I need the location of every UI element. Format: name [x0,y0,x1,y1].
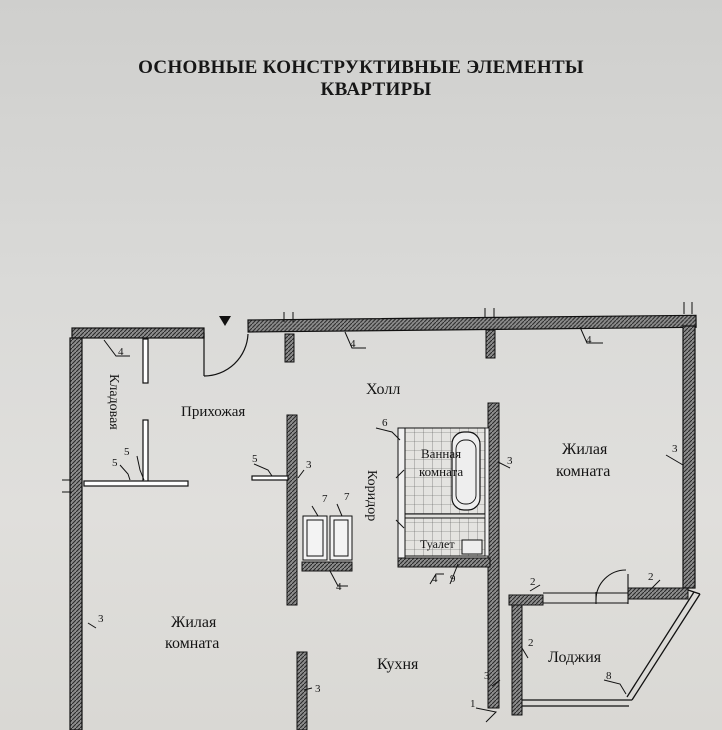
callout-labels: 4 4 4 5 5 5 3 6 3 3 7 7 4 4 9 2 2 2 3 3 … [98,334,678,710]
callout: 2 [528,637,534,649]
callout: 6 [382,417,388,429]
partition-corridor-left [286,414,298,606]
cabinet-right [329,515,353,561]
callout: 1 [470,698,476,710]
room-labels: Холл Прихожая Кладовая Ванная комната Ко… [106,374,610,673]
callout: 5 [112,457,118,469]
callout: 7 [344,491,350,503]
room-label-living-left-line2: комната [165,635,219,652]
wall-top-right [247,314,697,333]
bathroom-wall-left [397,427,406,559]
loggia-wall-inner [511,604,523,716]
partition-niche [301,561,353,572]
loggia-outline [522,589,701,707]
room-label-living-right-line1: Жилая [562,441,608,458]
callout: 4 [432,573,438,585]
entrance-door [203,333,249,377]
callout: 4 [118,346,124,358]
callout: 8 [606,670,612,682]
callout: 4 [350,338,356,350]
loggia-wall-left [508,594,544,606]
loggia-wall-right [627,587,689,600]
callout: 3 [672,443,678,455]
callout: 4 [586,334,592,346]
interior-walls [284,329,689,730]
room-label-pantry: Кладовая [106,374,121,430]
entrance-arrow-icon [219,316,231,326]
pantry-partition-side [142,419,149,483]
room-label-living-right-line2: комната [556,463,610,480]
exterior-walls [69,314,697,730]
room-label-bathroom-line2: комната [419,464,463,479]
callout: 3 [484,670,490,682]
document-title-line2: КВАРТИРЫ [320,79,432,100]
hall-partition [251,475,289,481]
thin-partitions [83,338,289,487]
leader-lines [87,326,684,723]
loggia-door [543,569,629,604]
room-label-entrance: Прихожая [181,404,245,420]
room-label-bathroom-line1: Ванная [421,446,461,461]
callout: 4 [336,581,342,593]
column-1 [284,333,295,363]
callout: 3 [98,613,104,625]
pantry-partition-top [142,338,149,384]
callout: 3 [315,683,321,695]
callout: 3 [306,459,312,471]
partition-kitchen [296,651,308,730]
document-title-line1: ОСНОВНЫЕ КОНСТРУКТИВНЫЕ ЭЛЕМЕНТЫ [138,57,584,78]
bathtub-icon [451,431,481,511]
toilet-icon [461,539,483,555]
room-label-corridor: Коридор [364,470,379,521]
wall-right [682,325,696,589]
room-label-hall: Холл [366,381,400,398]
wall-end-ticks [62,302,693,493]
callout: 5 [124,446,130,458]
partition-bath-bottom [397,557,491,568]
callout: 2 [530,576,536,588]
room-label-kitchen: Кухня [377,656,419,673]
callout: 5 [252,453,258,465]
column-2 [485,329,496,359]
room-label-living-left-line1: Жилая [171,614,217,631]
partition-corridor-right [487,402,500,709]
callout: 7 [322,493,328,505]
room-label-toilet: Туалет [420,537,455,551]
callout: 3 [507,455,513,467]
built-in-cabinets [302,515,353,561]
room-label-loggia: Лоджия [548,649,602,666]
callout: 2 [648,571,654,583]
pantry-partition-bottom [83,480,189,487]
callout: 9 [450,573,456,585]
wall-left [69,337,83,730]
wall-top-left [71,327,205,339]
